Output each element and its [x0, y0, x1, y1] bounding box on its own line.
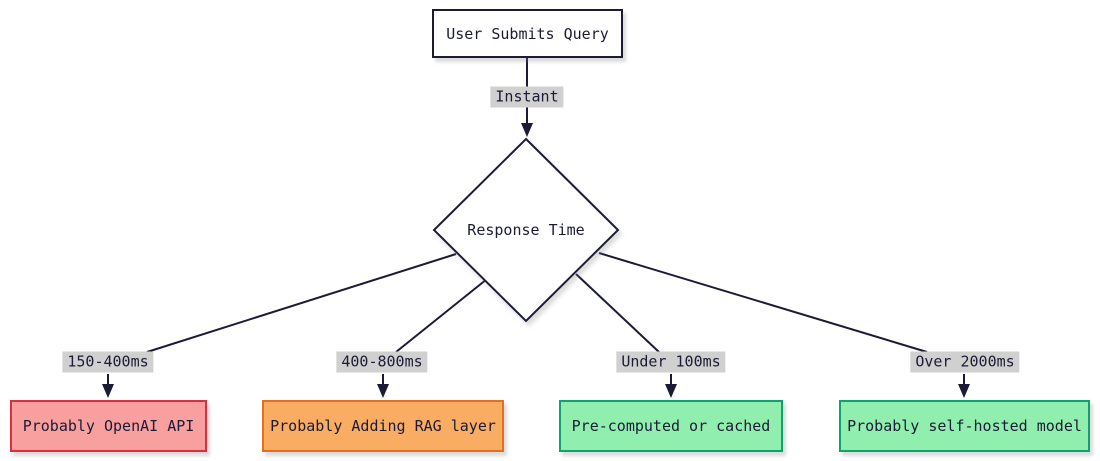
node-outcome-rag-layer-label: Probably Adding RAG layer	[270, 417, 496, 435]
edge-label-400-800ms: 400-800ms	[336, 351, 428, 373]
node-outcome-openai-api-label: Probably OpenAI API	[22, 417, 195, 435]
edge-label-over-2000ms: Over 2000ms	[910, 351, 1020, 373]
node-decision-label: Response Time	[467, 221, 585, 239]
node-outcome-openai-api: Probably OpenAI API	[10, 400, 207, 452]
decision-diamond-shape	[432, 137, 620, 323]
edge-decision-to-outcome4-diagonal	[598, 252, 928, 353]
edge-label-instant: Instant	[490, 86, 564, 108]
node-outcome-rag-layer: Probably Adding RAG layer	[262, 400, 504, 452]
edge-label-150-400ms: 150-400ms	[62, 351, 154, 373]
node-decision: Response Time	[434, 139, 618, 321]
node-outcome-precomputed-cached-label: Pre-computed or cached	[571, 417, 771, 435]
edge-label-under-100ms: Under 100ms	[616, 351, 726, 373]
node-outcome-self-hosted-model-label: Probably self-hosted model	[847, 417, 1082, 435]
edge-decision-to-outcome1-diagonal	[146, 253, 457, 353]
node-start-label: User Submits Query	[446, 24, 609, 43]
node-outcome-precomputed-cached: Pre-computed or cached	[559, 400, 783, 452]
node-start: User Submits Query	[432, 9, 623, 58]
node-outcome-self-hosted-model: Probably self-hosted model	[839, 400, 1090, 452]
edge-decision-to-outcome2-diagonal	[395, 278, 488, 353]
edge-decision-to-outcome3-diagonal	[575, 273, 660, 353]
